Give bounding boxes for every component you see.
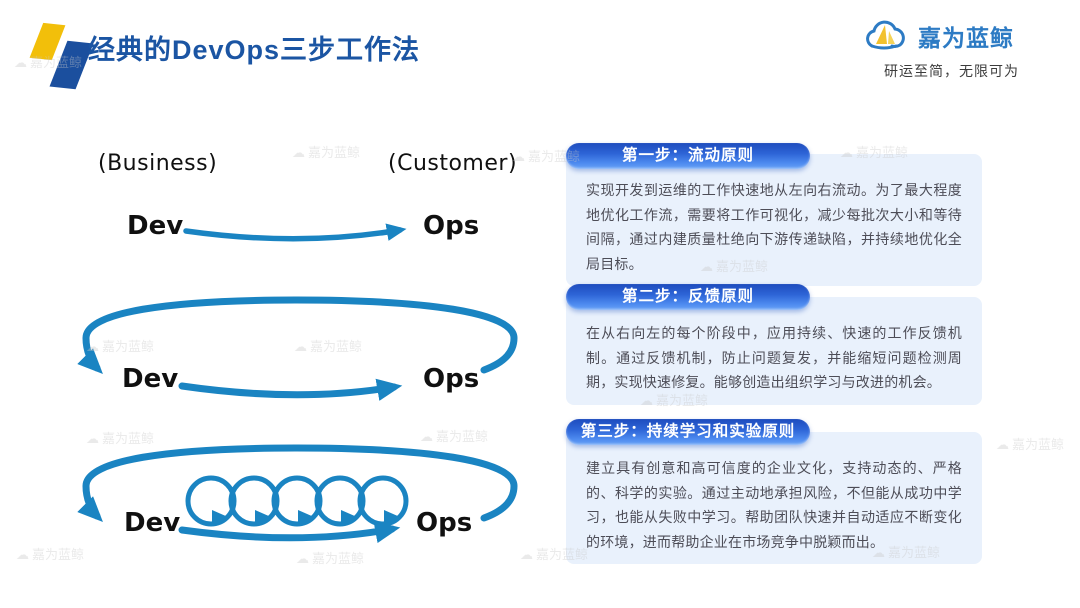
dev-node-row1: Dev	[127, 211, 184, 241]
business-label: (Business)	[98, 151, 218, 176]
learning-loops	[185, 475, 409, 527]
flow-arrow-row2	[178, 378, 403, 401]
step3-body: 建立具有创意和高可信度的企业文化，支持动态的、严格的、科学的实验。通过主动地承担…	[586, 460, 962, 550]
customer-label: (Customer)	[388, 151, 518, 176]
ops-node-row3: Ops	[416, 508, 473, 538]
step2-title: 第二步：反馈原则	[621, 288, 754, 305]
page-title: 经典的DevOps三步工作法	[88, 35, 421, 65]
ops-node-row2: Ops	[423, 364, 480, 394]
step1-title: 第一步：流动原则	[621, 147, 754, 164]
brand-logo: 嘉为蓝鲸 研运至简，无限可为	[862, 18, 1062, 81]
step1-title-pill: 第一步：流动原则	[566, 143, 810, 169]
feedback-loop-row2	[77, 296, 518, 374]
step3-title-pill: 第三步：持续学习和实验原则	[566, 419, 810, 445]
step2-title-pill: 第二步：反馈原则	[566, 284, 810, 310]
step2-body: 在从右向左的每个阶段中，应用持续、快速的工作反馈机制。通过反馈机制，防止问题复发…	[586, 325, 962, 390]
step2-panel: 在从右向左的每个阶段中，应用持续、快速的工作反馈机制。通过反馈机制，防止问题复发…	[566, 297, 982, 405]
brand-name: 嘉为蓝鲸	[918, 25, 1014, 51]
step3-panel: 建立具有创意和高可信度的企业文化，支持动态的、严格的、科学的实验。通过主动地承担…	[566, 432, 982, 564]
dev-node-row2: Dev	[122, 364, 179, 394]
flow-arrow-row3	[178, 521, 401, 544]
brand-tagline: 研运至简，无限可为	[884, 63, 1019, 79]
ops-node-row1: Ops	[423, 211, 480, 241]
flow-arrow-row1	[183, 223, 407, 242]
step3-title: 第三步：持续学习和实验原则	[580, 423, 796, 440]
step1-panel: 实现开发到运维的工作快速地从左向右流动。为了最大程度地优化工作流，需要将工作可视…	[566, 154, 982, 286]
learning-loop-arrowheads	[212, 510, 400, 524]
cloud-with-sail-icon	[866, 20, 905, 50]
dev-node-row3: Dev	[124, 508, 181, 538]
feedback-loop-row3	[77, 444, 518, 522]
step1-body: 实现开发到运维的工作快速地从左向右流动。为了最大程度地优化工作流，需要将工作可视…	[586, 182, 962, 272]
